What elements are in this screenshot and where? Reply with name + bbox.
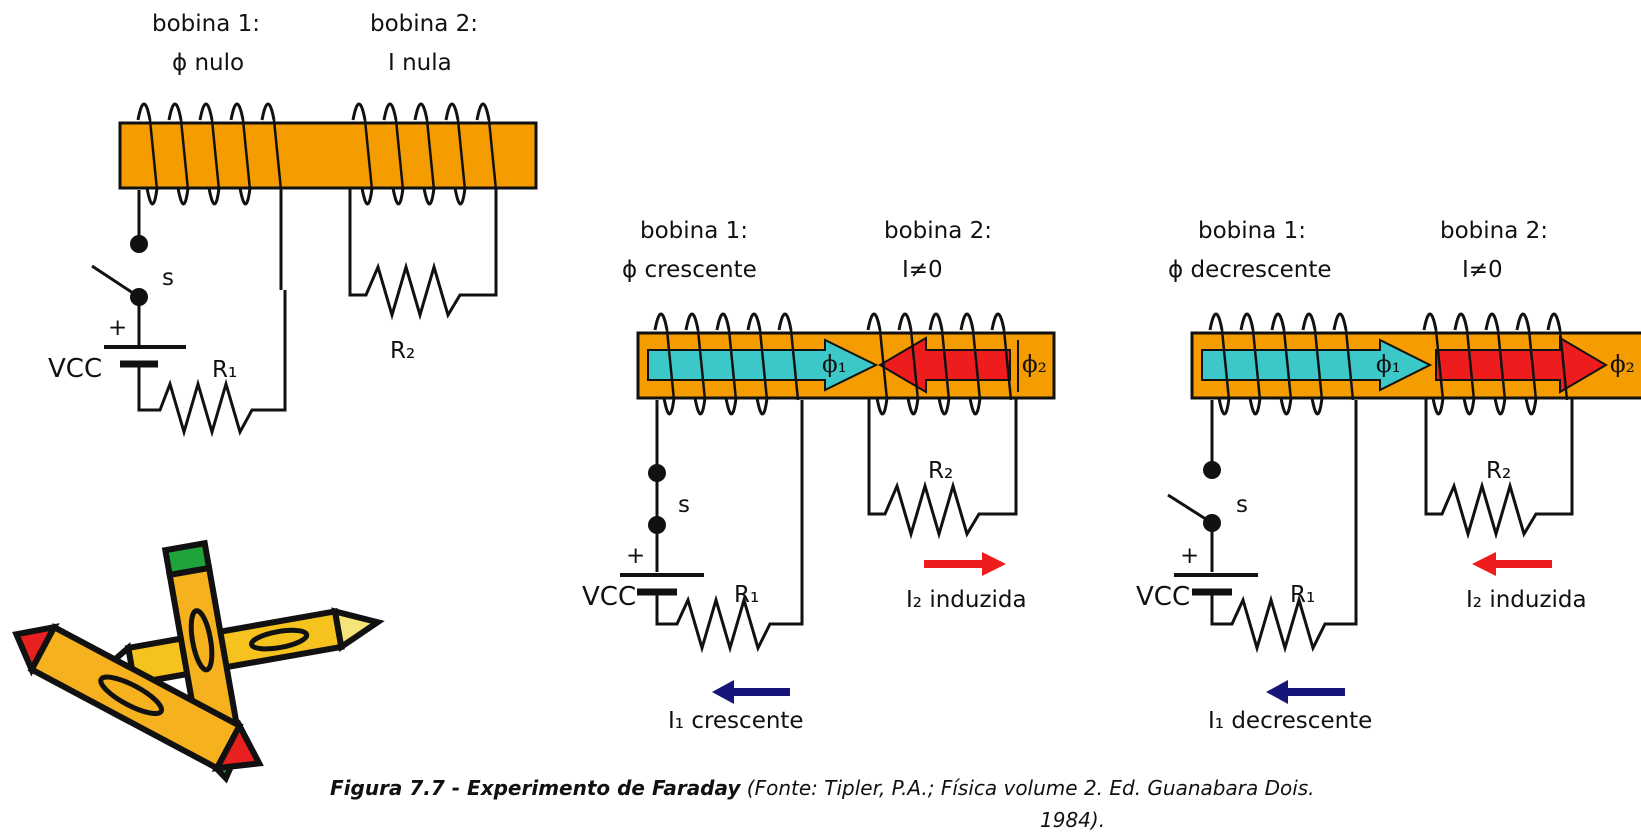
i2-current-arrow [1472, 552, 1552, 576]
vcc-label: VCC [1136, 582, 1190, 612]
coil2-state: I≠0 [1462, 257, 1503, 283]
coil1-state: ϕ nulo [172, 50, 244, 76]
coil1-label: bobina 1: [1198, 218, 1306, 244]
coil2-state: I nula [388, 50, 452, 76]
coil2-front-turns [1434, 329, 1569, 401]
r1-label: R₁ [212, 357, 237, 383]
phi1-label: ϕ₁ [1376, 352, 1401, 378]
coil2-top-turns [351, 102, 491, 121]
coil1-front-turns [1220, 329, 1355, 401]
resistor-r1 [655, 400, 804, 654]
caption-source: (Fonte: Tipler, P.A.; Física volume 2. E… [740, 776, 1315, 800]
coil2-top-turns [1422, 312, 1562, 331]
coil2-label: bobina 2: [1440, 218, 1548, 244]
switch-label: s [678, 492, 690, 518]
phi2-label: ϕ₂ [1610, 352, 1635, 378]
r2-label: R₂ [1486, 458, 1511, 484]
coil2-label: bobina 2: [370, 11, 478, 37]
crayon-red [12, 623, 264, 773]
coil1-bottom-turns [145, 187, 252, 206]
flux2-arrow [1435, 336, 1608, 394]
coil1-top-turns [136, 102, 276, 121]
switch-contact [1203, 461, 1221, 479]
vcc-label: VCC [48, 354, 102, 384]
i1-current-arrow [712, 680, 790, 704]
vcc-label: VCC [582, 582, 636, 612]
coil2-bottom-turns [360, 187, 467, 206]
resistor-r1 [137, 190, 287, 438]
r2-label: R₂ [928, 458, 953, 484]
flux1-arrow [647, 338, 879, 392]
i1-label: I₁ decrescente [1208, 708, 1372, 734]
coil1-state: ϕ decrescente [1168, 257, 1332, 283]
coil1-front-turns [148, 119, 283, 191]
panel-no-flux: bobina 1: ϕ nulo bobina 2: I nula s + VC… [48, 11, 538, 438]
r2-label: R₂ [390, 338, 415, 364]
coil2-bottom-turns [1431, 397, 1538, 416]
coil2-top-turns [866, 312, 1006, 331]
panel-increasing-flux: bobina 1: ϕ crescente bobina 2: I≠0 ϕ₁ ϕ… [582, 218, 1056, 734]
i1-current-arrow [1266, 680, 1345, 704]
figure-caption: Figura 7.7 - Experimento de Faraday (Fon… [330, 776, 1641, 800]
i2-label: I₂ induzida [1466, 587, 1587, 613]
switch-open [1167, 493, 1213, 525]
resistor-r2 [348, 188, 498, 321]
coil2-state: I≠0 [902, 257, 943, 283]
r1-label: R₁ [734, 582, 759, 608]
coil1-bottom-turns [1217, 397, 1324, 416]
coil1-label: bobina 1: [152, 11, 260, 37]
figure-caption-line2: 1984). [1040, 808, 1106, 832]
coil1-top-turns [653, 312, 793, 331]
battery-plus: + [626, 543, 645, 569]
r1-label: R₁ [1290, 582, 1315, 608]
coil1-state: ϕ crescente [622, 257, 757, 283]
resistor-r2 [867, 398, 1018, 540]
phi1-label: ϕ₁ [822, 352, 847, 378]
panel-decreasing-flux: bobina 1: ϕ decrescente bobina 2: I≠0 ϕ₁… [1136, 218, 1641, 734]
coil1-bottom-turns [662, 397, 769, 416]
i2-label: I₂ induzida [906, 587, 1027, 613]
coil2-front-turns [878, 329, 1013, 401]
phi2-label: ϕ₂ [1022, 352, 1047, 378]
switch-label: s [1236, 492, 1248, 518]
i2-current-arrow [924, 552, 1006, 576]
crayons-clipart [12, 539, 385, 784]
resistor-r1 [1210, 400, 1358, 654]
iron-core [118, 121, 538, 190]
switch-label: s [162, 265, 174, 291]
coil2-front-turns [363, 119, 498, 191]
coil1-label: bobina 1: [640, 218, 748, 244]
coil1-top-turns [1208, 312, 1348, 331]
coil2-bottom-turns [875, 397, 982, 416]
switch-contact [130, 235, 148, 253]
coil2-label: bobina 2: [884, 218, 992, 244]
battery-plus: + [108, 315, 127, 341]
i1-label: I₁ crescente [668, 708, 804, 734]
switch-open [91, 264, 140, 299]
battery-plus: + [1180, 543, 1199, 569]
caption-title: Figura 7.7 - Experimento de Faraday [330, 776, 741, 800]
coil1-front-turns [665, 329, 800, 401]
resistor-r2 [1424, 398, 1574, 540]
